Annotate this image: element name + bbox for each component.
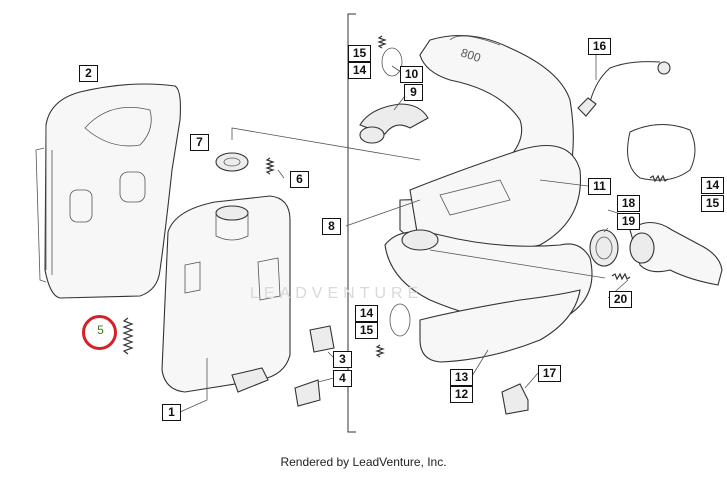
bracket-part-3 — [309, 325, 335, 353]
spring-part-5 — [122, 317, 134, 355]
spring-clamp-upper — [377, 35, 387, 49]
svg-text:800: 800 — [459, 46, 483, 66]
callout-18[interactable]: 18 — [617, 195, 640, 212]
callout-15-upper[interactable]: 15 — [348, 45, 371, 62]
watermark: LEADVENTURE — [250, 285, 424, 302]
callout-12[interactable]: 12 — [450, 386, 473, 403]
callout-20[interactable]: 20 — [609, 291, 632, 308]
callout-2[interactable]: 2 — [79, 65, 98, 82]
bracket-part-17 — [501, 383, 529, 415]
callout-14-upper[interactable]: 14 — [348, 62, 371, 79]
exhaust-manifold — [629, 221, 723, 286]
callout-4[interactable]: 4 — [333, 370, 352, 387]
callout-1[interactable]: 1 — [162, 404, 181, 421]
callout-5[interactable]: 5 — [97, 323, 104, 337]
callout-16[interactable]: 16 — [588, 38, 611, 55]
callout-15-lower[interactable]: 15 — [355, 322, 378, 339]
callout-3[interactable]: 3 — [333, 351, 352, 368]
grommet — [215, 152, 249, 172]
spring-part-20 — [611, 272, 631, 281]
o2-sensor-wire — [589, 61, 661, 103]
seal-ring — [589, 229, 619, 267]
highlight-circle — [82, 315, 117, 350]
callout-6[interactable]: 6 — [290, 171, 309, 188]
callout-15-right[interactable]: 15 — [701, 195, 724, 212]
callout-14-lower[interactable]: 14 — [355, 305, 378, 322]
callout-7[interactable]: 7 — [190, 134, 209, 151]
rendered-by-footer: Rendered by LeadVenture, Inc. — [280, 455, 447, 469]
clamp-ring-upper — [381, 47, 403, 77]
callout-19[interactable]: 19 — [617, 213, 640, 230]
callout-10[interactable]: 10 — [400, 66, 423, 83]
clamp-band-right — [627, 124, 696, 181]
callout-11[interactable]: 11 — [588, 178, 611, 195]
callout-8[interactable]: 8 — [322, 218, 341, 235]
heat-shield-cover — [44, 83, 181, 299]
callout-17[interactable]: 17 — [538, 365, 561, 382]
coupler-elbow — [359, 103, 429, 135]
lower-shield — [419, 289, 581, 363]
callout-13[interactable]: 13 — [450, 369, 473, 386]
callout-9[interactable]: 9 — [404, 84, 423, 101]
clamp-ring-lower — [389, 303, 411, 337]
group-bracket — [347, 13, 356, 433]
muffler — [161, 195, 291, 393]
callout-14-right[interactable]: 14 — [701, 177, 724, 194]
bracket-part-4 — [294, 379, 321, 407]
spring-part-6 — [265, 157, 275, 175]
